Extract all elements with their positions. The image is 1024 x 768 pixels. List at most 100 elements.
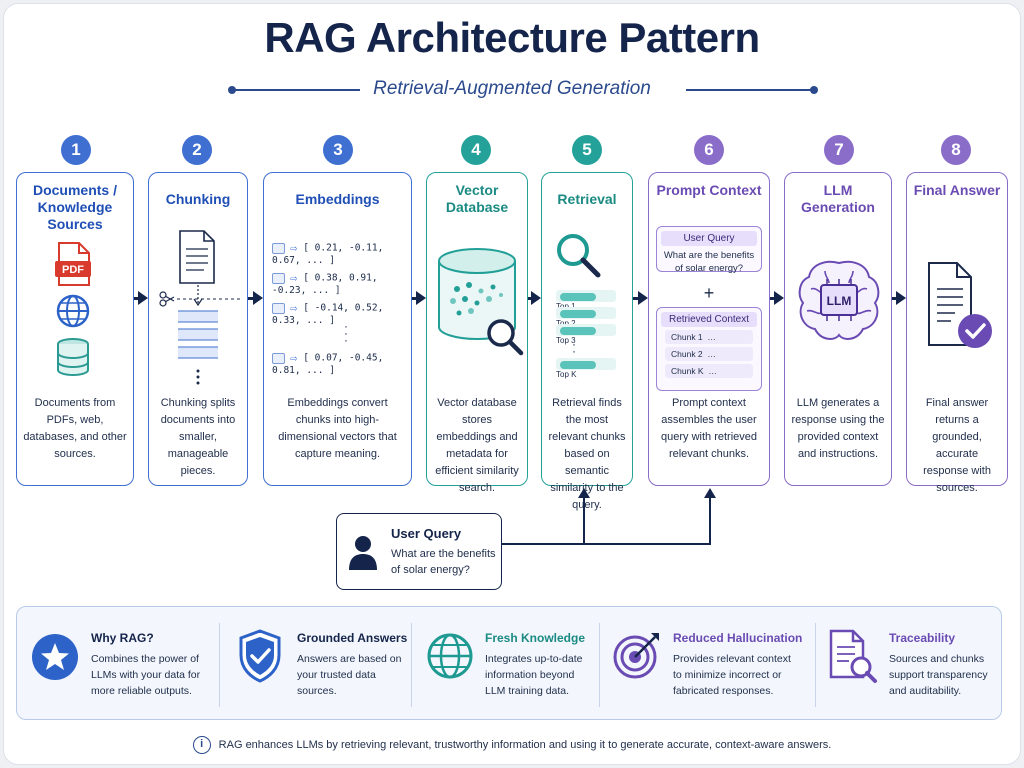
page-title: RAG Architecture Pattern bbox=[264, 14, 760, 61]
flow-arrow-icon bbox=[138, 291, 148, 305]
scissors-icon bbox=[159, 291, 243, 307]
subtitle-dot-right bbox=[810, 86, 818, 94]
embedding-row: ⇨[ 0.07, -0.45, 0.81, ... ] bbox=[272, 351, 384, 376]
benefit-reduced-hallucination: Reduced Hallucination Provides relevant … bbox=[601, 607, 815, 721]
step-7-description: LLM generates a response using the provi… bbox=[791, 397, 885, 460]
chunking-illustration bbox=[178, 230, 218, 385]
globe-icon bbox=[56, 294, 90, 328]
step-6-title: Prompt Context bbox=[656, 182, 762, 198]
step-1-title: Documents / Knowledge Sources bbox=[32, 182, 117, 232]
context-chunk: Chunk 1 … bbox=[665, 330, 753, 344]
step-4-number: 4 bbox=[461, 135, 491, 165]
brain-chip-icon: LLM bbox=[798, 260, 880, 340]
step-5-title: Retrieval bbox=[557, 191, 617, 207]
step-4-title: Vector Database bbox=[445, 182, 509, 215]
step-7-number: 7 bbox=[824, 135, 854, 165]
step-5-number: 5 bbox=[572, 135, 602, 165]
benefit-title: Grounded Answers bbox=[297, 631, 408, 645]
benefit-title: Fresh Knowledge bbox=[485, 631, 586, 645]
database-icon bbox=[57, 338, 89, 376]
plus-icon: + bbox=[703, 283, 715, 303]
chunk-square-icon bbox=[272, 242, 285, 254]
footer-note: i RAG enhances LLMs by retrieving relevan… bbox=[0, 736, 1024, 754]
retrieved-context-box: Retrieved Context Chunk 1 … Chunk 2 … Ch… bbox=[656, 307, 762, 391]
flow-arrow-icon bbox=[774, 291, 784, 305]
subtitle-rule-right bbox=[686, 89, 814, 91]
step-card-llm-generation: LLM Generation LLM LLM generates a respo… bbox=[784, 172, 892, 486]
chunk-square-icon bbox=[272, 272, 285, 284]
llm-chip-label: LLM bbox=[827, 294, 852, 308]
step-2-description: Chunking splits documents into smaller, … bbox=[160, 397, 236, 477]
embedding-row: ⇨[ 0.38, 0.91, -0.23, ... ] bbox=[272, 271, 378, 296]
step-card-final-answer: Final Answer Final answer returns a grou… bbox=[906, 172, 1008, 494]
benefit-text: Provides relevant context to minimize in… bbox=[673, 653, 791, 697]
footer-text: RAG enhances LLMs by retrieving relevant… bbox=[218, 738, 832, 751]
prompt-user-query-label: User Query bbox=[661, 231, 757, 246]
benefit-text: Combines the power of LLMs with your dat… bbox=[91, 653, 201, 697]
pdf-icon: PDF bbox=[55, 242, 91, 286]
embedding-row: ⇨[ -0.14, 0.52, 0.33, ... ] bbox=[272, 301, 384, 326]
prompt-user-query-box: User Query What are the benefits of sola… bbox=[656, 226, 762, 274]
step-3-title: Embeddings bbox=[295, 191, 380, 207]
shield-check-icon bbox=[239, 629, 281, 683]
step-4-description: Vector database stores embeddings and me… bbox=[435, 397, 519, 494]
retrieval-result: Top 1 bbox=[556, 290, 632, 311]
arrow-right-icon: ⇨ bbox=[290, 301, 298, 315]
retrieved-context-label: Retrieved Context bbox=[661, 312, 757, 327]
ellipsis-icon: ··· bbox=[344, 319, 348, 347]
retrieval-result: Top K bbox=[556, 358, 632, 379]
magnifier-icon bbox=[487, 319, 515, 347]
chunk-square-icon bbox=[272, 352, 285, 364]
answer-document-icon bbox=[928, 262, 992, 348]
step-card-prompt-context: Prompt Context User Query What are the b… bbox=[648, 172, 770, 486]
benefit-text: Answers are based on your trusted data s… bbox=[297, 653, 402, 697]
step-3-description: Embeddings convert chunks into high-dime… bbox=[278, 397, 397, 460]
flow-arrow-icon bbox=[253, 291, 263, 305]
user-icon bbox=[349, 536, 377, 570]
benefit-title: Traceability bbox=[889, 631, 956, 645]
step-5-description: Retrieval finds the most relevant chunks… bbox=[548, 397, 626, 511]
benefit-title: Reduced Hallucination bbox=[673, 631, 803, 645]
arrow-right-icon: ⇨ bbox=[290, 271, 298, 285]
arrow-right-icon: ⇨ bbox=[290, 241, 298, 255]
check-icon bbox=[958, 314, 992, 348]
step-2-number: 2 bbox=[182, 135, 212, 165]
step-card-retrieval: Retrieval Top 1 Top 2 Top 3 ··· Top K Re… bbox=[541, 172, 633, 511]
benefit-traceability: Traceability Sources and chunks support … bbox=[817, 607, 1001, 721]
user-query-title: User Query bbox=[391, 526, 462, 541]
retrieval-result: Top 2 bbox=[556, 307, 632, 328]
flow-arrow-icon bbox=[896, 291, 906, 305]
step-7-title: LLM Generation bbox=[801, 182, 875, 215]
step-2-title: Chunking bbox=[165, 191, 231, 207]
step-card-vector-database: Vector Database Vector database stores e… bbox=[426, 172, 528, 494]
step-8-number: 8 bbox=[941, 135, 971, 165]
step-1-number: 1 bbox=[61, 135, 91, 165]
prompt-user-query-text: What are the benefits of solar energy? bbox=[663, 250, 755, 274]
context-chunk: Chunk K … bbox=[665, 364, 753, 378]
arrow-right-icon: ⇨ bbox=[290, 351, 298, 365]
benefit-title: Why RAG? bbox=[91, 631, 154, 645]
benefit-text: Integrates up-to-date information beyond… bbox=[485, 653, 583, 697]
retrieval-result: Top 3 bbox=[556, 324, 632, 345]
query-connector-lines bbox=[502, 488, 716, 545]
pdf-label: PDF bbox=[62, 264, 84, 276]
flow-arrow-icon bbox=[531, 291, 541, 305]
step-card-chunking: Chunking Chunking splits documents into … bbox=[148, 172, 248, 486]
flow-arrow-icon bbox=[416, 291, 426, 305]
vector-database-icon bbox=[438, 248, 524, 356]
step-3-number: 3 bbox=[323, 135, 353, 165]
step-8-title: Final Answer bbox=[913, 182, 1001, 198]
document-icon bbox=[179, 230, 215, 284]
context-chunk: Chunk 2 … bbox=[665, 347, 753, 361]
search-icon bbox=[557, 234, 601, 278]
info-icon: i bbox=[192, 736, 211, 754]
step-8-description: Final answer returns a grounded, accurat… bbox=[923, 397, 991, 494]
benefit-why-rag: Why RAG? Combines the power of LLMs with… bbox=[17, 607, 217, 721]
step-6-description: Prompt context assembles the user query … bbox=[661, 397, 757, 460]
user-query-box: User Query What are the benefits of sola… bbox=[336, 513, 502, 590]
benefit-grounded-answers: Grounded Answers Answers are based on yo… bbox=[221, 607, 411, 721]
star-icon bbox=[32, 634, 78, 680]
chunk-square-icon bbox=[272, 302, 285, 314]
step-card-documents: Documents / Knowledge Sources PDF Docume… bbox=[16, 172, 134, 486]
page-subtitle: Retrieval-Augmented Generation bbox=[373, 78, 651, 99]
